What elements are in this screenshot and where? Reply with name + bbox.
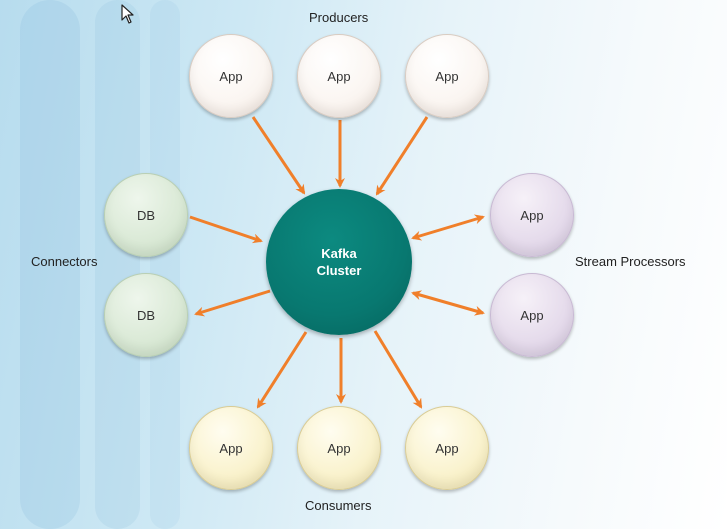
node-label: App (219, 68, 243, 84)
producer-app-node: App (189, 34, 273, 118)
connector-db-node: DB (104, 273, 188, 357)
mouse-pointer-icon (121, 4, 134, 24)
connector-db-node: DB (104, 173, 188, 257)
background-band (20, 0, 80, 529)
node-label: App (219, 440, 243, 456)
consumer-app-node: App (405, 406, 489, 490)
arrow-producer-3-to-cluster (375, 116, 429, 196)
arrow-cluster-to-consumer-3 (373, 330, 423, 409)
stream-processors-label: Stream Processors (575, 254, 686, 269)
node-label: DB (136, 307, 156, 323)
stream-processor-app-node: App (490, 173, 574, 257)
arrow-cluster-to-consumer-1 (256, 331, 308, 409)
kafka-cluster-node: Kafka Cluster (266, 189, 412, 335)
consumer-app-node: App (189, 406, 273, 490)
arrow-producer-1-to-cluster (251, 116, 306, 195)
arrow-cluster-to-db-2 (194, 289, 271, 317)
node-label: App (435, 68, 459, 84)
consumers-label: Consumers (305, 498, 372, 513)
consumer-app-node: App (297, 406, 381, 490)
node-label: DB (136, 207, 156, 223)
producers-label: Producers (309, 10, 369, 25)
node-label: App (327, 440, 351, 456)
producer-app-node: App (405, 34, 489, 118)
arrow-db-1-to-cluster (189, 215, 263, 244)
cluster-label-line2: Cluster (316, 263, 362, 278)
cluster-label-line1: Kafka (321, 246, 357, 261)
arrow-cluster-processor-1 (411, 214, 485, 241)
background-band (150, 0, 180, 529)
producer-app-node: App (297, 34, 381, 118)
node-label: App (520, 207, 544, 223)
stream-processor-app-node: App (490, 273, 574, 357)
background-band (95, 0, 140, 529)
node-label: App (327, 68, 351, 84)
node-label: App (435, 440, 459, 456)
arrow-cluster-processor-2 (411, 290, 485, 316)
node-label: App (520, 307, 544, 323)
connectors-label: Connectors (31, 254, 98, 269)
